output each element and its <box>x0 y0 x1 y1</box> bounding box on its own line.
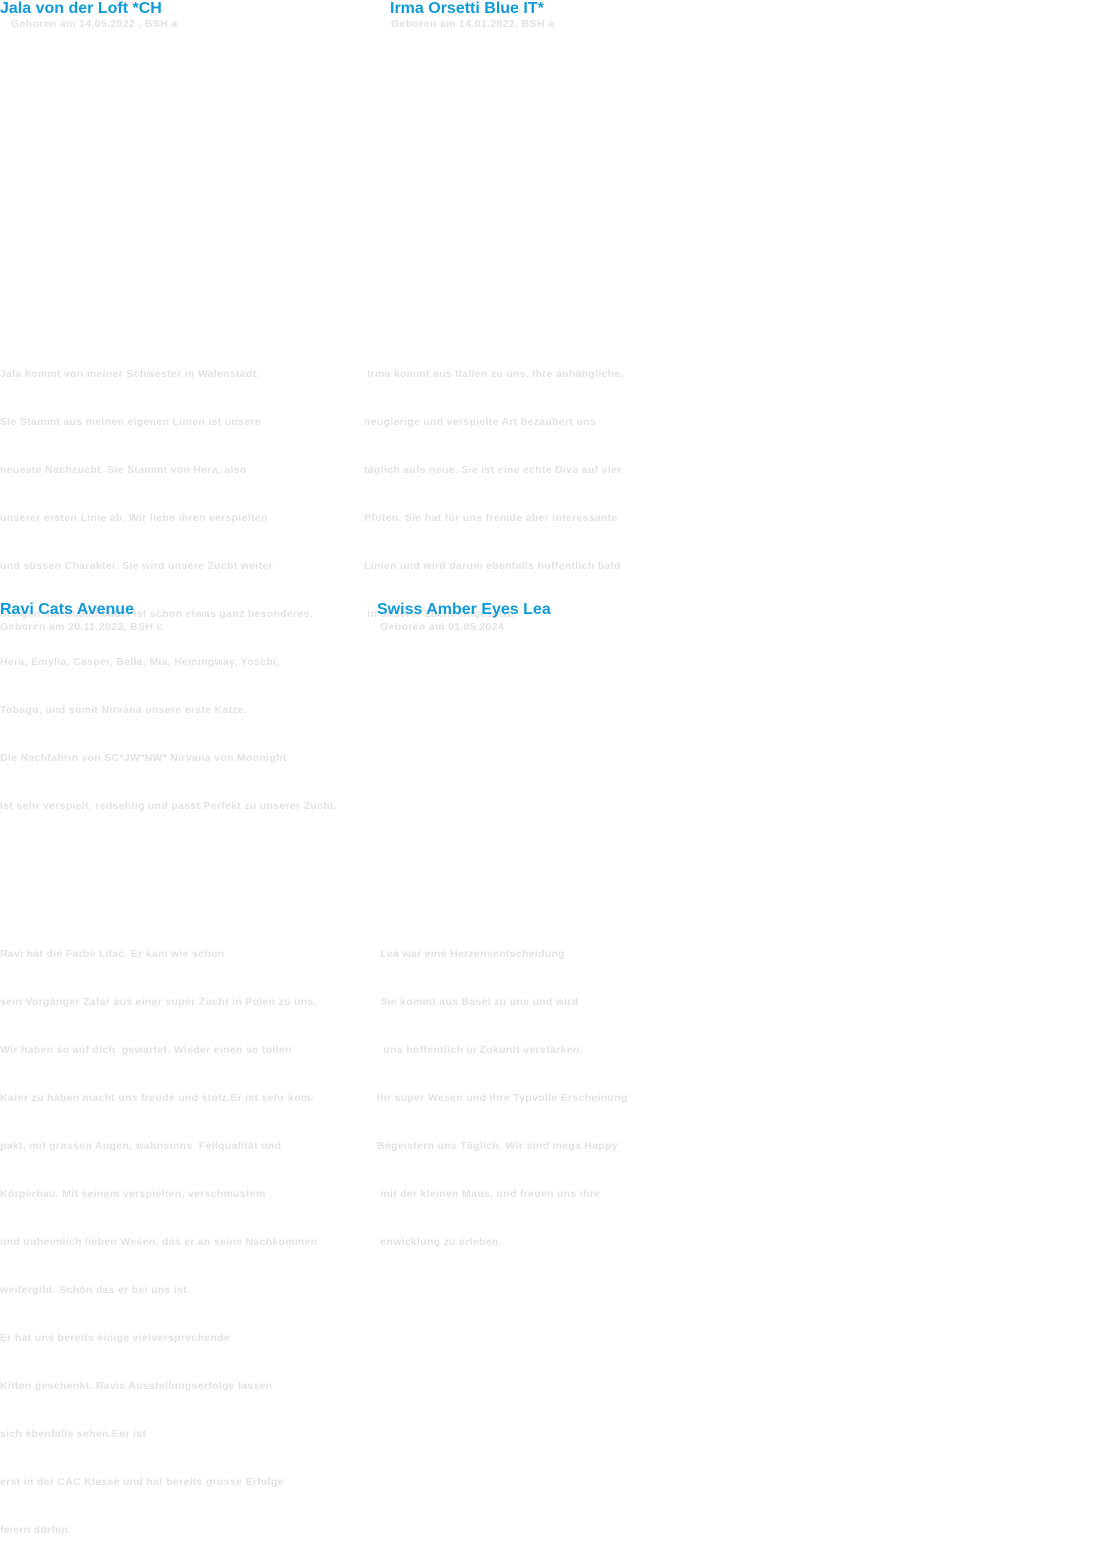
description-line: neueste Nachzucht. Sie Stammt von Hera, … <box>0 464 247 476</box>
description-line: Sie kommt aus Basel zu uns und wird <box>377 996 579 1008</box>
description-line: uns hoffentlich in Zukunft verstärken. <box>377 1044 583 1056</box>
cat-birth-lea: Geboren am 01.05.2024 <box>380 621 505 633</box>
description-line: pakt, mit grossen Augen, wahnsinns Fellq… <box>0 1140 282 1152</box>
description-line: bringen. Ihr Stammbaum ist schon etwas g… <box>0 608 313 620</box>
cat-description-lea: Lea war eine Herzensentscheidung Sie kom… <box>377 914 628 1266</box>
description-line: mit der kleinen Maus, und freuen uns ihr… <box>377 1188 601 1200</box>
description-line: und süssen Charakter. Sie wird unsere Zu… <box>0 560 273 572</box>
description-line: enwicklung zu erleben. <box>377 1236 502 1248</box>
description-line: ist sehr verspielt, redsehlig und passt … <box>0 800 337 812</box>
description-line: und unheimlich lieben Wesen, das er an s… <box>0 1236 318 1248</box>
cat-birth-ravi: Geboren am 20.11.2022, BSH c <box>0 621 163 633</box>
description-line: Linien und wird darum ebenfalls hoffentl… <box>364 560 621 572</box>
description-line: sich ebenfalls sehen.Eer ist <box>0 1428 147 1440</box>
description-line: Pfoten. Sie hat für uns fremde aber inte… <box>364 512 618 524</box>
cat-description-ravi: Ravi hat die Farbe Lilac. Er kam wie sch… <box>0 914 317 1554</box>
description-line: Hera, Emylia, Casper, Bella, Mia, Heming… <box>0 656 280 668</box>
cat-birth-irma: Geboren am 14.01.2022, BSH a <box>391 18 555 30</box>
description-line: Ihr super Wesen und ihre Typvolle Ersche… <box>377 1092 628 1104</box>
description-line: Lea war eine Herzensentscheidung <box>377 948 565 960</box>
cat-name-lea: Swiss Amber Eyes Lea <box>377 601 551 618</box>
description-line: Tobago, und somit Nirvana unsere erste K… <box>0 704 248 716</box>
description-line: Sie Stammt aus meinen eigenen Linien ist… <box>0 416 261 428</box>
description-line: Er hat uns bereits einige vielverspreche… <box>0 1332 230 1344</box>
description-line: weitergibt. Schön das er bei uns ist. <box>0 1284 191 1296</box>
description-line: Ravi hat die Farbe Lilac. Er kam wie sch… <box>0 948 225 960</box>
description-line: Begeistern uns Täglich. Wir sind mega Ha… <box>377 1140 618 1152</box>
cat-name-ravi: Ravi Cats Avenue <box>0 601 134 618</box>
description-line: täglich aufs neue. Sie ist eine echte Di… <box>364 464 622 476</box>
description-line: Irma kommt aus Italien zu uns. Ihre anhä… <box>364 368 624 380</box>
description-line: Jala kommt von meiner Schwester in Walen… <box>0 368 260 380</box>
description-line: Kitten geschenkt. Ravis Ausstellungserfo… <box>0 1380 273 1392</box>
description-line: sein Vorgänger Zafar aus einer super Zuc… <box>0 996 317 1008</box>
description-line: Wir haben so auf dich gewartet. Wieder e… <box>0 1044 292 1056</box>
cat-name-irma: Irma Orsetti Blue IT* <box>390 0 544 17</box>
description-line: erst in der CAC Klasse und hat bereits g… <box>0 1476 284 1488</box>
cat-description-irma: Irma kommt aus Italien zu uns. Ihre anhä… <box>364 334 624 638</box>
cat-birth-jala: Geboren am 14.05.2022 , BSH a <box>11 18 178 30</box>
description-line: feiern dürfen. <box>0 1524 72 1536</box>
description-line: Kater zu haben macht uns freude und stol… <box>0 1092 315 1104</box>
description-line: Körperbau. Mit seinem verspielten, versc… <box>0 1188 266 1200</box>
cat-description-jala: Jala kommt von meiner Schwester in Walen… <box>0 334 337 830</box>
description-line: unserer ersten Linie ab. Wir liebe ihren… <box>0 512 268 524</box>
description-line: in unserer Zucht eingesetzt. <box>364 608 516 620</box>
description-line: neugierige und verspielte Art bezaubert … <box>364 416 596 428</box>
description-line: Die Nachfahrin von SC*JW*NW* Nirvana von… <box>0 752 287 764</box>
cat-name-jala: Jala von der Loft *CH <box>0 0 162 17</box>
